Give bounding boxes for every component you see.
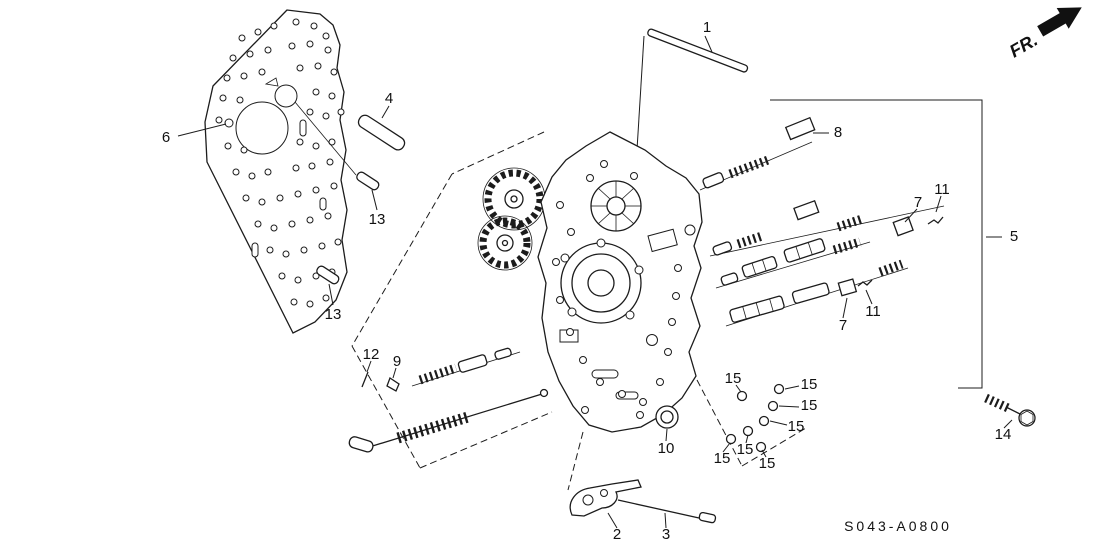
- callout-3: 3: [662, 526, 670, 543]
- pin-part-12: [361, 371, 369, 388]
- diagram-code: S043-A0800: [844, 518, 952, 534]
- callout-11-upper: 11: [934, 181, 950, 198]
- pipe-part-1: [635, 28, 749, 167]
- plate-large-bore: [235, 101, 289, 155]
- callout-12: 12: [363, 346, 380, 363]
- callout-15-c: 15: [801, 397, 818, 414]
- callout-15-a: 15: [725, 370, 742, 387]
- callout-15-g: 15: [759, 455, 776, 472]
- callout-6: 6: [162, 129, 170, 146]
- callout-15-d: 15: [788, 418, 805, 435]
- callout-14: 14: [995, 426, 1012, 443]
- clip-11-upper: [927, 216, 944, 225]
- fr-arrow-icon: [1037, 7, 1082, 37]
- cup-valve-7-upper: [892, 216, 914, 237]
- tube-part-4: [357, 114, 406, 151]
- rod-part-3: [617, 499, 717, 524]
- bushing-part-10: [655, 405, 679, 429]
- body-upper-boss: [590, 180, 642, 232]
- callout-1: 1: [703, 19, 711, 36]
- callout-15-e: 15: [714, 450, 731, 467]
- pin-part-13-lower: [316, 265, 340, 285]
- callout-7-upper: 7: [914, 194, 922, 211]
- leader-lines: [177, 35, 1013, 529]
- callout-5: 5: [1010, 228, 1018, 245]
- spring: [728, 155, 770, 179]
- callout-11-lower: 11: [865, 303, 881, 320]
- callout-15-f: 15: [737, 441, 754, 458]
- callout-10: 10: [658, 440, 675, 457]
- gear-set: [477, 167, 546, 271]
- pin-part-13-upper: [294, 101, 380, 191]
- plate-medium-bore: [274, 84, 298, 108]
- valve-row-c: [715, 237, 871, 289]
- bracket-5: [770, 99, 983, 389]
- callout-2: 2: [613, 526, 621, 543]
- clip-11-lower: [857, 279, 873, 287]
- check-balls-15: [725, 383, 785, 453]
- lever-part-2: [569, 479, 642, 517]
- detent-part-9: [386, 377, 400, 392]
- lower-left-assembly: [348, 347, 549, 453]
- valve-part-8: [784, 116, 816, 141]
- main-valve-body: [537, 131, 703, 433]
- callouts: 1 4 6 13 13 8 7 11 5 7 11 12 9 15 15 15 …: [162, 19, 1018, 543]
- plate-hole-ref-6: [224, 118, 234, 128]
- valve-row-b: [709, 200, 945, 257]
- callout-7-lower: 7: [839, 317, 847, 334]
- callout-13-lower: 13: [325, 306, 342, 323]
- callout-8: 8: [834, 124, 842, 141]
- callout-9: 9: [393, 353, 401, 370]
- valve-row-d: [725, 259, 909, 327]
- cup-valve-7-lower: [837, 278, 858, 297]
- separator-plate: [204, 9, 348, 334]
- fr-indicator: FR.: [1006, 7, 1082, 62]
- body-holes: [552, 160, 696, 419]
- plate-notch: [264, 77, 279, 87]
- callout-15-b: 15: [801, 376, 818, 393]
- callout-4: 4: [385, 90, 393, 107]
- fr-label: FR.: [1006, 30, 1041, 62]
- valve-row-a: [699, 116, 816, 191]
- bolt-part-14: [984, 393, 1036, 427]
- callout-13-upper: 13: [369, 211, 386, 228]
- plate-holes: [215, 18, 345, 308]
- construction-lines: [351, 131, 807, 491]
